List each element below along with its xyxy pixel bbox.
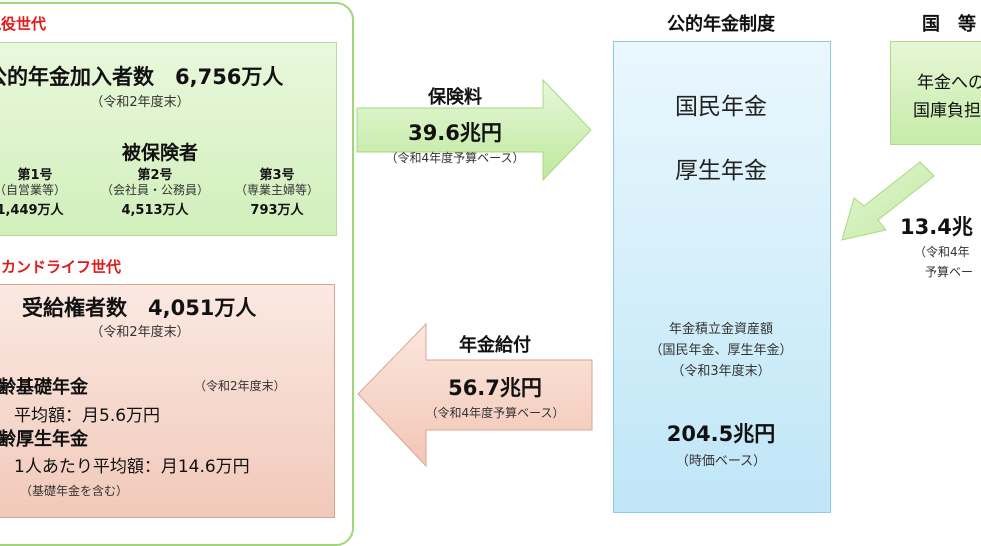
insured-total: 公的年金加入者数 6,756万人 xyxy=(0,65,284,89)
category-2-count: 4,513万人 xyxy=(121,203,189,218)
national-note-1: （令和4年 xyxy=(914,245,970,259)
category-1-desc: （自営業等） xyxy=(0,183,66,197)
category-2-name: 第2号 xyxy=(137,168,173,183)
employee-pension: 厚生年金 xyxy=(675,158,767,184)
premium-arrow xyxy=(356,78,592,182)
reserve-note: （時価ベース） xyxy=(675,454,767,469)
national-pension: 国民年金 xyxy=(675,94,767,120)
benefit-label: 年金給付 xyxy=(459,335,531,356)
category-1-count: 1,449万人 xyxy=(0,203,64,218)
employee-pension-label: 老齢厚生年金 xyxy=(0,429,88,450)
category-3-name: 第3号 xyxy=(259,168,295,183)
national-box xyxy=(890,41,981,145)
national-line-2: 国庫負担 xyxy=(913,101,981,121)
category-2-desc: （会社員・公務員） xyxy=(100,183,209,197)
basic-pension-average: 平均額：月5.6万円 xyxy=(14,406,161,426)
premium-value: 39.6兆円 xyxy=(408,121,502,145)
reserve-date: （令和3年度末） xyxy=(671,364,771,379)
national-value: 13.4兆 xyxy=(900,215,973,239)
insured-box xyxy=(0,42,337,236)
basic-pension-note: （令和2年度末） xyxy=(194,379,286,393)
national-line-1: 年金への xyxy=(917,73,981,93)
benefit-note: （令和4年度予算ベース） xyxy=(425,406,565,420)
second-life-generation-label: セカンドライフ世代 xyxy=(0,258,122,276)
category-3-count: 793万人 xyxy=(250,203,304,218)
national-title: 国 等 xyxy=(922,14,976,35)
national-note-2: 予算ベー xyxy=(925,265,974,279)
employee-pension-average: 1人あたり平均額：月14.6万円 xyxy=(14,457,250,477)
reserve-value: 204.5兆円 xyxy=(666,422,776,446)
recipients-note: （令和2年度末） xyxy=(90,325,190,340)
reserve-scope: （国民年金、厚生年金） xyxy=(649,343,793,358)
benefit-value: 56.7兆円 xyxy=(448,376,542,400)
pension-system-title: 公的年金制度 xyxy=(667,14,775,35)
active-generation-label: 現役世代 xyxy=(0,15,47,33)
category-1-name: 第1号 xyxy=(17,168,53,183)
category-3-desc: （専業主婦等） xyxy=(234,183,319,197)
reserve-label: 年金積立金資産額 xyxy=(668,322,773,337)
national-arrow xyxy=(841,161,935,241)
insured-header: 被保険者 xyxy=(121,142,198,164)
pension-system-box xyxy=(613,41,831,513)
benefit-arrow xyxy=(357,322,593,468)
premium-label: 保険料 xyxy=(428,87,482,108)
employee-pension-note: （基礎年金を含む） xyxy=(20,484,129,498)
recipients-total: 受給権者数 4,051万人 xyxy=(22,296,257,320)
premium-note: （令和4年度予算ベース） xyxy=(385,151,525,165)
insured-total-note: （令和2年度末） xyxy=(90,95,190,110)
basic-pension-label: 老齢基礎年金 xyxy=(0,377,88,398)
